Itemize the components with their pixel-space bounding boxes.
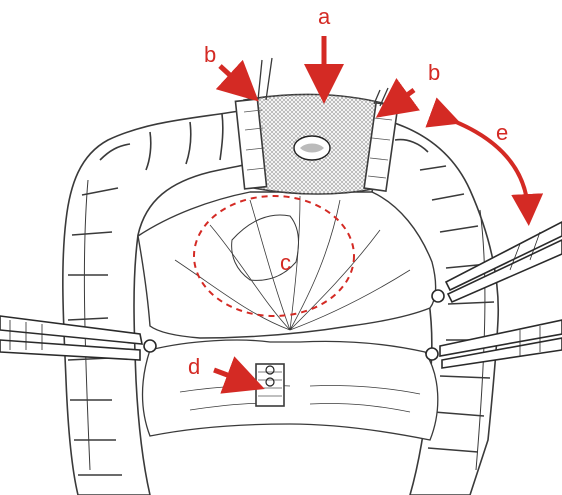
label-b-right: b xyxy=(428,60,440,85)
label-b-left: b xyxy=(204,42,216,67)
label-e: e xyxy=(496,120,508,145)
arrow-b-right xyxy=(392,90,414,106)
specimen xyxy=(235,94,397,194)
label-a: a xyxy=(318,4,331,29)
label-c: c xyxy=(280,250,291,275)
label-d: d xyxy=(188,354,200,379)
lower-tissue xyxy=(143,340,438,440)
arrow-b-left xyxy=(220,66,244,88)
rectal-stump xyxy=(256,364,284,406)
